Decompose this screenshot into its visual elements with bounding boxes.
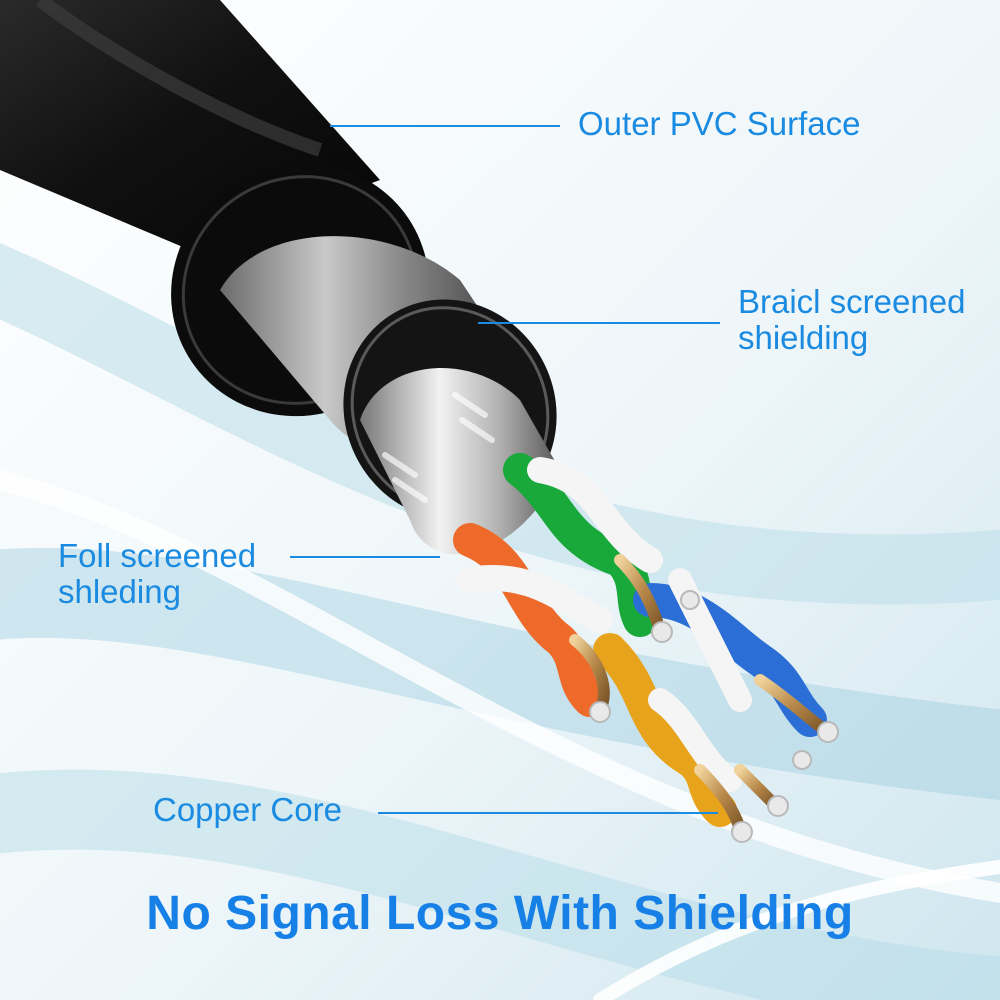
label-outer-text: Outer PVC Surface: [578, 105, 861, 142]
label-foil-line1: Foll screened: [58, 537, 257, 574]
label-braid-line1: Braicl screened: [738, 283, 966, 320]
label-copper-text: Copper Core: [153, 791, 342, 828]
headline: No Signal Loss With Shielding: [146, 887, 854, 940]
copper-strand-ends: [589, 590, 839, 843]
label-braid-line2: shielding: [738, 319, 869, 356]
label-outer-pvc-surface: Outer PVC Surface: [578, 106, 860, 142]
label-foil-shielding: Foll screened shleding: [58, 538, 256, 610]
label-braid-shielding: Braicl screened shielding: [738, 284, 965, 356]
label-foil-line2: shleding: [58, 573, 181, 610]
leader-outer: [330, 125, 560, 127]
leader-braid: [478, 322, 720, 324]
foil-shield: [360, 367, 560, 555]
label-copper-core: Copper Core: [153, 792, 342, 828]
leader-foil: [290, 556, 440, 558]
leader-copper: [378, 812, 718, 814]
